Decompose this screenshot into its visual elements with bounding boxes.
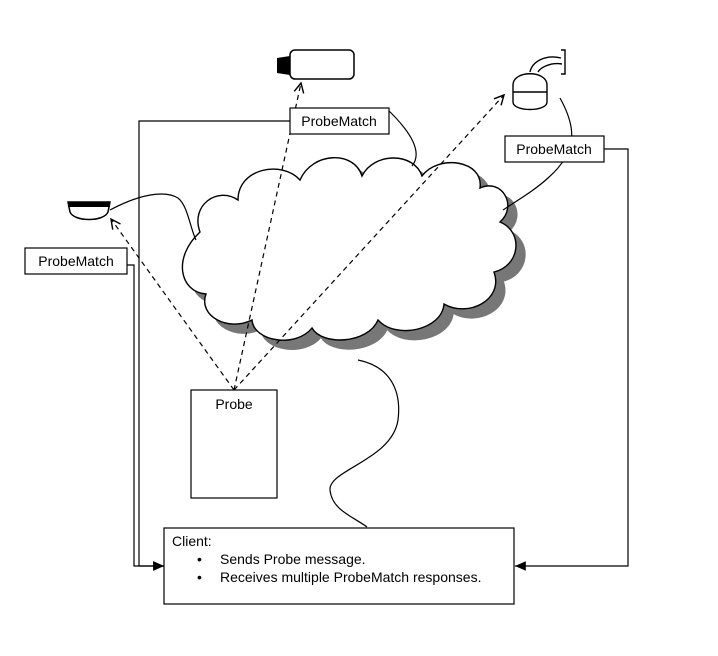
client-title: Client: bbox=[172, 533, 212, 549]
box-camera-icon bbox=[277, 49, 355, 80]
svg-text:ProbeMatch: ProbeMatch bbox=[38, 253, 113, 269]
response-paths bbox=[127, 120, 629, 571]
cable-right-device bbox=[502, 97, 573, 211]
svg-text:ProbeMatch: ProbeMatch bbox=[301, 113, 376, 129]
dome-camera-icon bbox=[67, 201, 111, 221]
cable-top-device bbox=[385, 107, 417, 167]
response-path-right bbox=[515, 148, 629, 571]
bullet-1-marker: • bbox=[197, 551, 202, 567]
cables bbox=[109, 97, 573, 528]
svg-text:Probe: Probe bbox=[215, 396, 253, 412]
probe-arrow-right bbox=[233, 95, 504, 391]
client-box: Client: • Sends Probe message. • Receive… bbox=[163, 527, 515, 605]
network-cloud bbox=[181, 156, 526, 350]
probe-arrow-left bbox=[111, 219, 235, 391]
svg-text:ProbeMatch: ProbeMatch bbox=[516, 141, 591, 157]
probematch-label-right: ProbeMatch bbox=[504, 135, 605, 163]
probe-message-box: Probe bbox=[190, 389, 278, 499]
cable-client bbox=[329, 359, 400, 528]
response-path-left-outer bbox=[127, 264, 164, 571]
probematch-label-top: ProbeMatch bbox=[289, 107, 390, 135]
ptz-camera-icon bbox=[512, 49, 566, 111]
cable-left-device bbox=[109, 193, 197, 241]
client-bullet-1: Sends Probe message. bbox=[220, 551, 366, 567]
bullet-2-marker: • bbox=[197, 569, 202, 585]
probematch-label-left: ProbeMatch bbox=[24, 247, 128, 275]
client-bullet-2: Receives multiple ProbeMatch responses. bbox=[220, 569, 481, 585]
